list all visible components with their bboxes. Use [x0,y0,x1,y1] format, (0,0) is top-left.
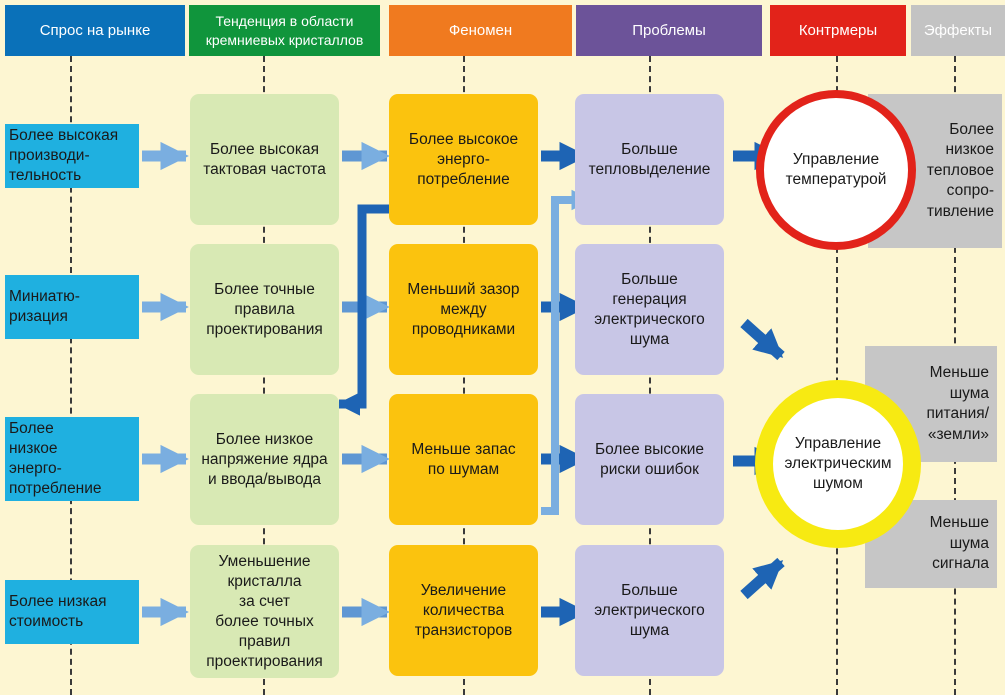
guide-line [649,56,651,695]
phenomenon-more-transistors: Увеличение количества транзисторов [389,545,538,676]
guide-line [263,56,265,695]
header-market-demand: Спрос на рынке [5,5,185,56]
guide-line [463,56,465,695]
demand-miniaturization: Миниатю- ризация [5,275,139,339]
arrow-feedback [541,189,593,515]
header-problems: Проблемы [576,5,762,56]
trend-lower-voltage: Более низкое напряжение ядра и ввода/выв… [190,394,339,525]
guide-line [70,56,72,695]
header-effects: Эффекты [911,5,1005,56]
header-phenomenon: Феномен [389,5,572,56]
problem-more-heat: Больше тепловыделение [575,94,724,225]
demand-lower-power: Более низкое энерго- потребление [5,417,139,501]
demand-higher-performance: Более высокая производи- тельность [5,124,139,188]
countermeasure-thermal-management: Управление температурой [756,90,916,250]
problem-higher-error-risk: Более высокие риски ошибок [575,394,724,525]
problem-more-electrical-noise: Больше электрического шума [575,545,724,676]
phenomenon-smaller-gap: Меньший зазор между проводниками [389,244,538,375]
arrow-diagonal [740,557,785,600]
header-crystal-trend: Тенденция в области кремниевых кристалло… [189,5,380,56]
problem-more-noise-generation: Больше генерация электрического шума [575,244,724,375]
trend-finer-design-rules: Более точные правила проектирования [190,244,339,375]
arrow-diagonal [740,318,785,361]
guide-line [836,56,838,695]
phenomenon-higher-power: Более высокое энерго- потребление [389,94,538,225]
demand-lower-cost: Более низкая стоимость [5,580,139,644]
trend-die-shrink: Уменьшение кристалла за счет более точны… [190,545,339,678]
trend-higher-clock: Более высокая тактовая частота [190,94,339,225]
arrow-feedback [336,204,391,416]
countermeasure-noise-management: Управление электрическим шумом [755,380,921,548]
phenomenon-less-noise-margin: Меньше запас по шумам [389,394,538,525]
header-countermeasures: Контрмеры [770,5,906,56]
